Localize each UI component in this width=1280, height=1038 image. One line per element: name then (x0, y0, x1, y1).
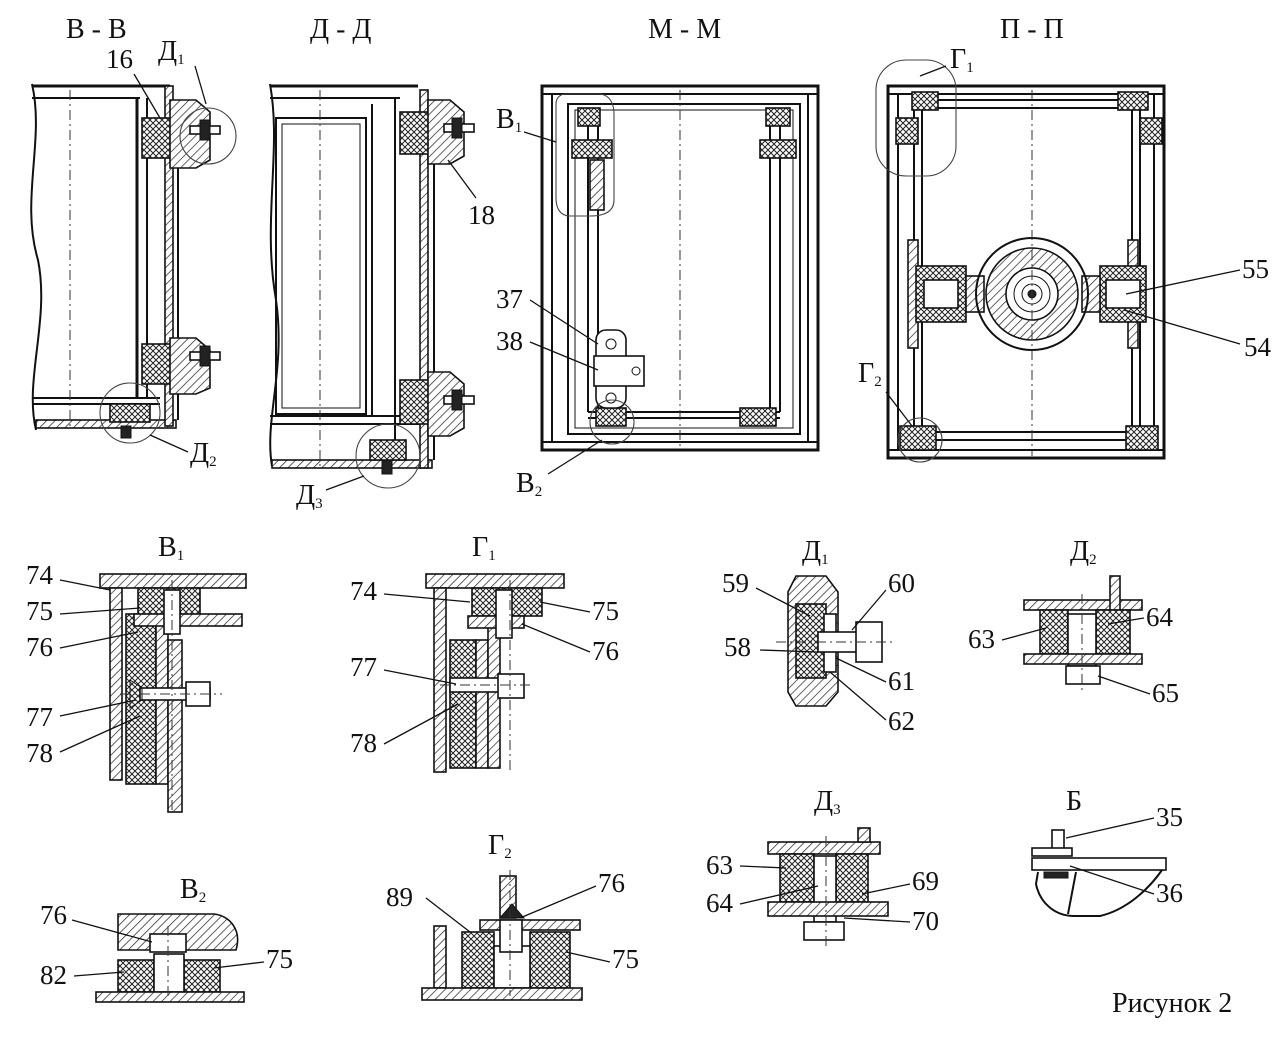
callout-vv-d1: Д1 (158, 36, 185, 68)
label-d1-60: 60 (888, 568, 915, 598)
detail-v2-geometry (95, 913, 245, 1003)
label-v1-77: 77 (26, 702, 53, 732)
detail-v1: В1 74 75 76 77 78 (26, 532, 247, 813)
section-dd-geometry (269, 83, 475, 475)
label-d2-64: 64 (1146, 602, 1174, 632)
detail-g2-geometry (421, 870, 583, 1001)
detail-title-d2: Д2 (1070, 536, 1097, 568)
label-d1-61: 61 (888, 666, 915, 696)
label-18: 18 (468, 200, 495, 230)
label-g2-75: 75 (612, 944, 639, 974)
label-g1-78: 78 (350, 728, 377, 758)
detail-circle-d1 (179, 107, 237, 165)
callout-vv-d2: Д2 (190, 438, 217, 470)
detail-g1: Г1 74 75 76 77 78 (350, 532, 619, 773)
detail-outline-g1 (875, 59, 957, 177)
label-d2-63: 63 (968, 624, 995, 654)
callout-pp-g2: Г2 (858, 358, 882, 390)
label-b-36: 36 (1156, 878, 1183, 908)
label-54: 54 (1244, 332, 1272, 362)
detail-title-g2: Г2 (488, 830, 512, 862)
detail-circle-d3 (355, 423, 421, 489)
detail-d1: Д1 59 60 58 61 62 (722, 536, 915, 736)
label-d1-58: 58 (724, 632, 751, 662)
figure-caption: Рисунок 2 (1112, 988, 1232, 1019)
label-55: 55 (1242, 254, 1269, 284)
label-v2-82: 82 (40, 960, 67, 990)
label-v1-76: 76 (26, 632, 53, 662)
section-mm: М - М (496, 14, 820, 500)
section-title-dd: Д - Д (310, 14, 372, 45)
detail-title-v1: В1 (158, 532, 184, 564)
label-d3-63: 63 (706, 850, 733, 880)
label-g1-76: 76 (592, 636, 619, 666)
label-37: 37 (496, 284, 523, 314)
detail-d2-geometry (1023, 575, 1143, 690)
section-vv: В - В (30, 14, 237, 470)
label-g2-76: 76 (598, 868, 625, 898)
detail-circle-v2 (589, 399, 635, 445)
detail-d2: Д2 63 64 65 (968, 536, 1179, 708)
label-d3-64: 64 (706, 888, 734, 918)
section-vv-geometry (30, 83, 221, 439)
detail-v2: В2 76 82 75 (40, 874, 293, 1003)
section-title-pp: П - П (1000, 14, 1064, 45)
label-38: 38 (496, 326, 523, 356)
label-v1-75: 75 (26, 596, 53, 626)
detail-circle-g2 (897, 417, 943, 463)
section-title-mm: М - М (648, 14, 721, 45)
detail-g2: Г2 89 76 75 (386, 830, 639, 1001)
label-v2-75: 75 (266, 944, 293, 974)
section-dd: Д - Д (269, 14, 495, 512)
label-d1-59: 59 (722, 568, 749, 598)
section-mm-geometry (540, 84, 820, 452)
detail-b-geometry (1031, 829, 1167, 917)
section-pp-geometry (886, 84, 1166, 460)
detail-v1-geometry (99, 573, 247, 813)
label-d1-62: 62 (888, 706, 915, 736)
detail-title-b: Б (1066, 786, 1082, 817)
detail-b: Б 35 36 (1031, 786, 1183, 917)
detail-d3: Д3 63 64 69 70 (706, 786, 939, 946)
section-title-vv: В - В (66, 14, 127, 45)
detail-d1-geometry (776, 575, 894, 707)
callout-dd-d3: Д3 (296, 480, 323, 512)
label-v1-74: 74 (26, 560, 54, 590)
detail-title-g1: Г1 (472, 532, 496, 564)
label-d3-69: 69 (912, 866, 939, 896)
section-pp: П - П (858, 14, 1272, 463)
callout-pp-g1: Г1 (950, 44, 974, 76)
callout-mm-v2: В2 (516, 468, 542, 500)
label-g1-74: 74 (350, 576, 378, 606)
detail-title-d3: Д3 (814, 786, 841, 818)
label-d3-70: 70 (912, 906, 939, 936)
callout-mm-v1: В1 (496, 104, 522, 136)
detail-title-v2: В2 (180, 874, 206, 906)
label-v1-78: 78 (26, 738, 53, 768)
detail-circle-d2 (99, 382, 161, 444)
detail-d3-geometry (767, 827, 889, 946)
label-d2-65: 65 (1152, 678, 1179, 708)
label-b-35: 35 (1156, 802, 1183, 832)
label-16: 16 (106, 44, 133, 74)
label-g1-75: 75 (592, 596, 619, 626)
detail-outline-v1 (555, 93, 615, 217)
detail-title-d1: Д1 (802, 536, 829, 568)
detail-g1-geometry (425, 573, 565, 773)
label-v2-76: 76 (40, 900, 67, 930)
label-g2-89: 89 (386, 882, 413, 912)
label-g1-77: 77 (350, 652, 377, 682)
